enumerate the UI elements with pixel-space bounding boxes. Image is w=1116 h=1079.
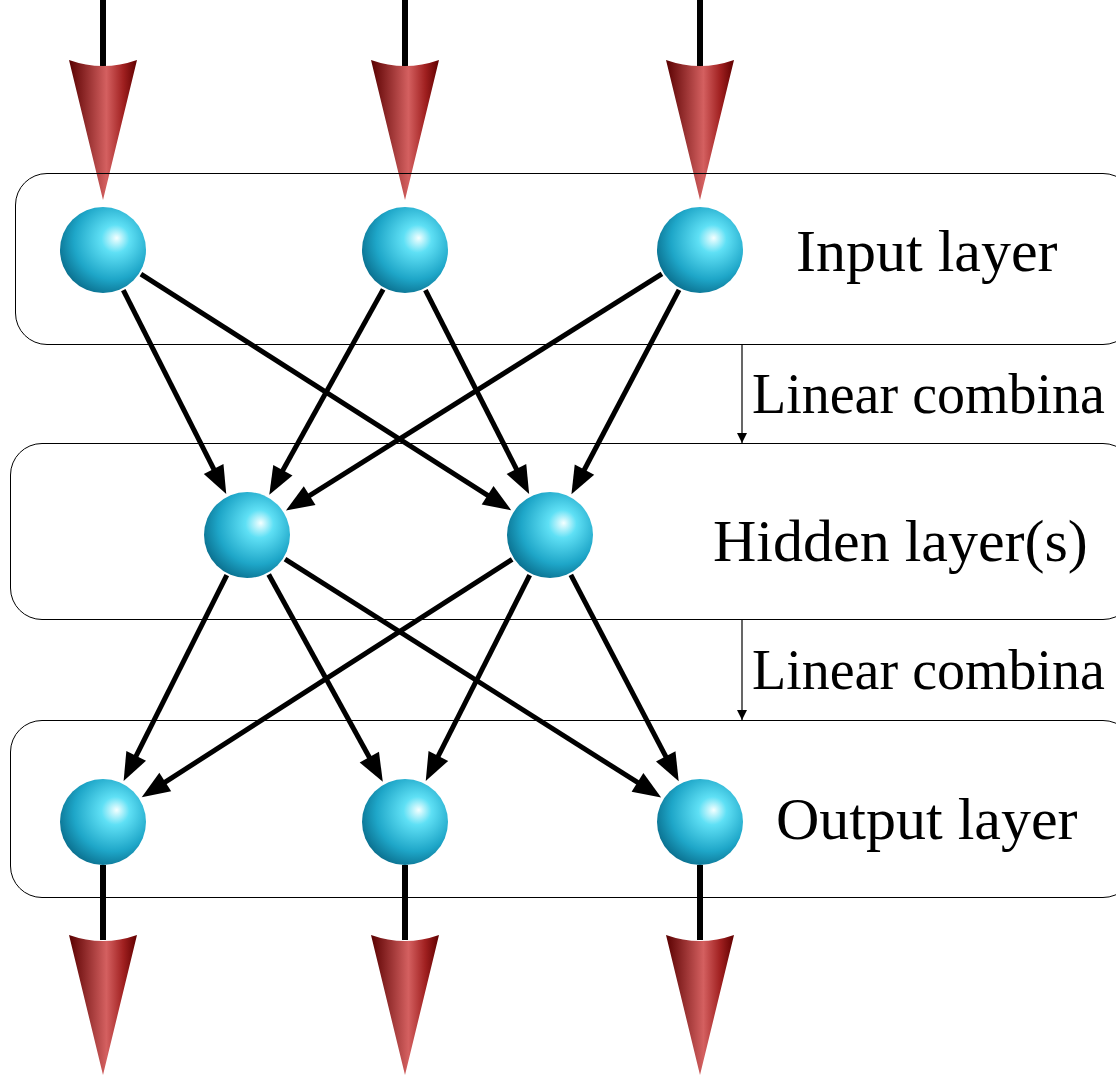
neuron-sphere xyxy=(507,492,593,578)
weight-arrow xyxy=(437,575,529,758)
weight-arrowhead xyxy=(124,751,146,781)
layer-label: Input layer xyxy=(796,218,1058,284)
signal-stem xyxy=(697,865,703,940)
weight-arrowhead xyxy=(204,464,226,494)
weight-arrow xyxy=(135,575,227,757)
signal-stem xyxy=(697,0,703,66)
signal-cone xyxy=(371,60,439,200)
weight-arrow xyxy=(308,274,662,497)
weight-arrowhead xyxy=(269,465,292,495)
layer-box: Input layer xyxy=(15,173,1116,345)
signal-cone xyxy=(371,935,439,1075)
weight-arrowhead xyxy=(142,773,172,797)
weight-arrowhead xyxy=(571,464,594,494)
signal-cone xyxy=(666,60,734,200)
neuron-sphere xyxy=(60,779,146,865)
weight-arrowhead xyxy=(632,773,662,797)
flow-arrow xyxy=(741,620,742,720)
neuron-sphere xyxy=(60,207,146,293)
weight-arrowhead xyxy=(286,486,316,510)
edge-label: Linear combina xyxy=(752,361,1105,427)
weight-arrowhead xyxy=(426,751,448,781)
weight-arrowhead xyxy=(482,486,512,510)
neuron-sphere xyxy=(204,492,290,578)
weight-arrow xyxy=(571,575,667,758)
signal-cone xyxy=(666,935,734,1075)
signal-stem xyxy=(100,0,106,66)
layer-box: Output layer xyxy=(10,720,1116,898)
weight-arrowhead xyxy=(656,751,679,781)
neuron-sphere xyxy=(362,207,448,293)
flow-arrow xyxy=(741,345,742,443)
layer-box: Hidden layer(s) xyxy=(10,443,1116,620)
weight-arrow xyxy=(164,559,513,783)
neuron-sphere xyxy=(362,779,448,865)
weight-arrow xyxy=(282,289,383,472)
edge-label: Linear combina xyxy=(752,637,1105,703)
weight-arrow xyxy=(584,290,680,471)
signal-stem xyxy=(100,865,106,940)
neuron-sphere xyxy=(657,207,743,293)
signal-stem xyxy=(402,0,408,66)
signal-cone xyxy=(69,60,137,200)
layer-label: Hidden layer(s) xyxy=(713,508,1088,574)
signal-stem xyxy=(402,865,408,940)
neuron-sphere xyxy=(657,779,743,865)
signal-cone xyxy=(69,935,137,1075)
weight-arrowhead xyxy=(360,752,383,782)
layer-label: Output layer xyxy=(776,786,1078,852)
weight-arrowhead xyxy=(507,464,530,494)
